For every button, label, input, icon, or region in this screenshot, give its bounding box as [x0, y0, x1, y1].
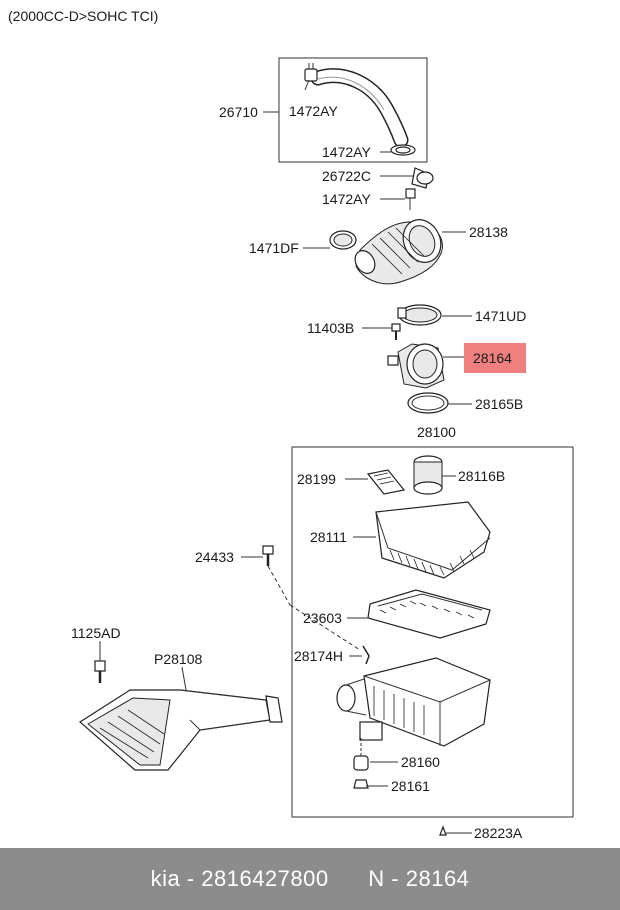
label-26710: 26710	[219, 104, 258, 120]
seal-28116b	[413, 455, 443, 495]
label-11403b: 11403B	[307, 320, 354, 336]
parts-diagram: (2000CC-D>SOHC TCI)	[8, 8, 574, 841]
label-24433: 24433	[195, 549, 234, 565]
seal-ring	[407, 392, 449, 414]
label-28165b: 28165B	[475, 396, 523, 412]
footer-part-number: 2816427800	[201, 866, 329, 891]
bolt-dash-line	[267, 565, 361, 651]
label-28223a: 28223A	[474, 825, 523, 841]
breather-hose	[310, 68, 409, 148]
air-cleaner-body	[336, 657, 491, 747]
label-1472ay-mid: 1472AY	[322, 144, 371, 160]
hose-clamp-1471df	[329, 230, 357, 250]
intake-duct	[79, 689, 283, 771]
leader-lines	[99, 79, 472, 834]
label-28138: 28138	[469, 224, 508, 240]
air-flow-sensor	[387, 343, 445, 389]
label-1472ay-top: 1472AY	[289, 103, 338, 119]
clip-28223a	[439, 825, 447, 836]
bushing-28161	[353, 779, 369, 789]
air-cleaner-group-box	[291, 446, 574, 818]
label-28199: 28199	[297, 471, 336, 487]
label-28100: 28100	[417, 424, 456, 440]
label-28174h: 28174H	[294, 648, 343, 664]
engine-spec-label: (2000CC-D>SOHC TCI)	[8, 8, 158, 24]
breather-fitting	[411, 167, 434, 189]
footer-ref: N - 28164	[368, 866, 470, 891]
footer-brand: kia	[150, 866, 181, 891]
hose-group-box	[278, 57, 428, 163]
hose-clamp-lower	[390, 144, 416, 156]
hose-clamp-1471ud	[397, 304, 442, 326]
label-p28108: P28108	[154, 651, 202, 667]
hose-clamp-upper	[304, 63, 318, 82]
footer-gap	[329, 866, 369, 892]
label-28164: 28164	[473, 350, 512, 366]
filter-label	[366, 469, 406, 495]
air-cleaner-cover	[375, 501, 491, 579]
intake-hose	[354, 219, 443, 285]
filter-element	[367, 589, 491, 639]
label-23603: 23603	[303, 610, 342, 626]
label-28161: 28161	[391, 778, 430, 794]
label-28116b: 28116B	[458, 468, 505, 484]
label-28160: 28160	[401, 754, 440, 770]
insulator-28160	[353, 738, 369, 771]
label-1472ay-low: 1472AY	[322, 191, 371, 207]
bolt-24433	[262, 545, 274, 566]
label-1471ud: 1471UD	[475, 308, 526, 324]
small-clamp	[405, 188, 416, 210]
label-26722c: 26722C	[322, 168, 371, 184]
clip-28174h	[362, 645, 370, 665]
label-1125ad: 1125AD	[71, 625, 121, 641]
label-28111: 28111	[310, 529, 347, 545]
label-1471df: 1471DF	[249, 240, 299, 256]
footer-sep-1: -	[180, 866, 202, 891]
highlight-box	[464, 343, 526, 373]
bolt-1125ad	[94, 660, 106, 683]
screw-11403b	[391, 323, 401, 340]
footer-bar: kia - 2816427800 N - 28164	[0, 848, 620, 910]
